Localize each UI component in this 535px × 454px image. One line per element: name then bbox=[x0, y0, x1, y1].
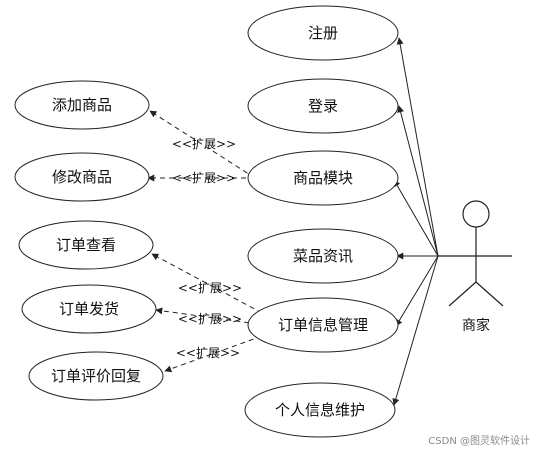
use-case-login-label: 登录 bbox=[308, 97, 338, 115]
extend-label-4: <<扩展>> bbox=[178, 312, 242, 326]
use-case-register-label: 注册 bbox=[308, 24, 338, 42]
use-case-register[interactable]: 注册 bbox=[247, 5, 399, 61]
use-case-edit-product-label: 修改商品 bbox=[52, 168, 112, 186]
actor-left-leg bbox=[448, 281, 477, 307]
extend-label-5: <<扩展>> bbox=[176, 346, 240, 360]
use-case-edit-product[interactable]: 修改商品 bbox=[14, 152, 150, 202]
assoc-register bbox=[396, 37, 439, 257]
use-case-dish-info-label: 菜品资讯 bbox=[293, 247, 353, 265]
use-case-order-management[interactable]: 订单信息管理 bbox=[247, 297, 399, 353]
use-case-order-management-label: 订单信息管理 bbox=[278, 316, 368, 334]
extend-ship-order bbox=[155, 307, 259, 325]
actor-right-leg bbox=[475, 281, 504, 307]
association-lines bbox=[392, 37, 439, 406]
extend-add-product bbox=[149, 110, 256, 179]
extend-labels: <<扩展>> <<扩展>> <<扩展>> <<扩展>> <<扩展>> bbox=[172, 137, 242, 360]
extend-reply-review bbox=[164, 335, 263, 373]
extend-view-order bbox=[151, 253, 263, 314]
extend-label-1: <<扩展>> bbox=[172, 137, 236, 151]
assoc-personal-info bbox=[392, 255, 439, 406]
use-case-reply-review[interactable]: 订单评价回复 bbox=[28, 351, 164, 401]
use-case-product-module[interactable]: 商品模块 bbox=[247, 150, 399, 206]
extend-lines bbox=[147, 110, 263, 373]
actor-label: 商家 bbox=[462, 317, 490, 334]
use-case-add-product-label: 添加商品 bbox=[52, 96, 112, 114]
assoc-order-management bbox=[395, 255, 439, 327]
use-case-personal-info-label: 个人信息维护 bbox=[275, 401, 365, 419]
use-case-dish-info[interactable]: 菜品资讯 bbox=[247, 228, 399, 284]
actor-merchant[interactable] bbox=[438, 200, 512, 307]
use-case-ship-order-label: 订单发货 bbox=[59, 300, 119, 318]
assoc-login bbox=[397, 105, 439, 257]
extend-label-3: <<扩展>> bbox=[178, 281, 242, 295]
watermark: CSDN @图灵软件设计 bbox=[428, 434, 530, 447]
use-case-ship-order[interactable]: 订单发货 bbox=[21, 284, 157, 334]
use-case-personal-info[interactable]: 个人信息维护 bbox=[244, 382, 396, 438]
use-case-reply-review-label: 订单评价回复 bbox=[51, 367, 141, 385]
use-case-view-order-label: 订单查看 bbox=[56, 236, 116, 254]
assoc-product-module bbox=[393, 179, 439, 257]
actor-head bbox=[462, 200, 490, 228]
extend-label-2: <<扩展>> bbox=[172, 171, 236, 185]
use-case-login[interactable]: 登录 bbox=[247, 78, 399, 134]
use-case-add-product[interactable]: 添加商品 bbox=[14, 80, 150, 130]
use-case-product-module-label: 商品模块 bbox=[293, 169, 353, 187]
use-case-view-order[interactable]: 订单查看 bbox=[18, 220, 154, 270]
